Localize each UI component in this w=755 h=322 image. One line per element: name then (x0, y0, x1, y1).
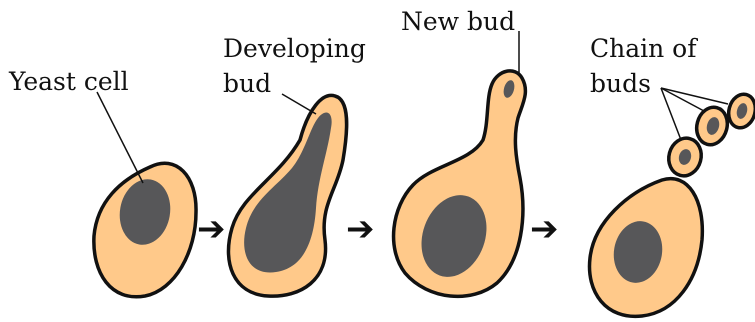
label-chain-line2: buds (590, 69, 651, 98)
pointer-chain-bud-1 (661, 88, 681, 140)
pointer-yeast-cell (97, 92, 143, 183)
label-new-bud: New bud (401, 7, 515, 36)
label-developing-bud-line1: Developing (223, 34, 366, 63)
stage-developing-bud: Developing bud (223, 34, 366, 296)
label-developing-bud-line2: bud (223, 69, 271, 98)
label-chain-line1: Chain of (590, 34, 698, 63)
arrow-right-icon: ➔ (197, 209, 226, 249)
pointer-chain-bud-2 (661, 88, 704, 111)
arrow-right-icon: ➔ (346, 209, 375, 249)
label-yeast-cell: Yeast cell (8, 67, 129, 96)
stage-chain-of-buds: Chain of buds (589, 34, 755, 316)
stage-new-bud: New bud (394, 7, 526, 296)
pointer-developing-bud (282, 94, 316, 114)
stage-yeast-cell: Yeast cell (8, 67, 196, 297)
arrow-right-icon: ➔ (530, 209, 559, 249)
pointer-chain-bud-3 (661, 88, 728, 104)
